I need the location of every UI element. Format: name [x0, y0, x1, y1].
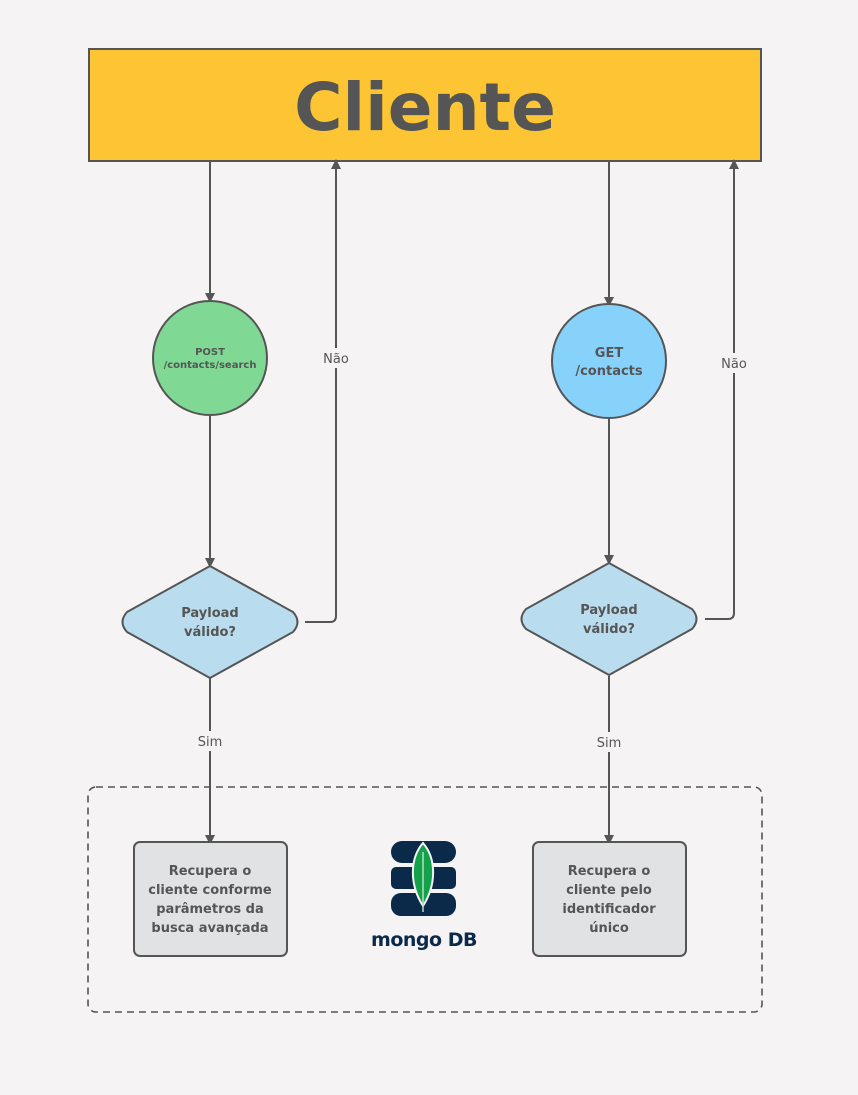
right-process-node: Recupera o cliente pelo identificador ún…: [532, 841, 687, 957]
edge-left-no-to-client: [305, 159, 341, 623]
edge-right-no-to-client: [705, 159, 739, 620]
mongodb-database-icon: mongo DB: [371, 841, 477, 951]
right-yes-label: Sim: [597, 736, 622, 751]
post-endpoint-node: POST /contacts/search: [152, 300, 268, 416]
right-no-label: Não: [721, 357, 747, 372]
right-process-line: Recupera o: [568, 864, 651, 879]
right-process-line: único: [589, 921, 629, 936]
database-group-boundary: [87, 786, 763, 1013]
left-yes-label: Sim: [198, 735, 223, 750]
get-endpoint-node: GET /contacts: [551, 303, 667, 419]
left-process-line: Recupera o: [169, 864, 252, 879]
right-process-line: identificador: [562, 902, 656, 917]
right-decision-line2: válido?: [583, 622, 635, 637]
get-method: GET: [595, 346, 624, 361]
left-process-line: parâmetros da: [156, 902, 264, 917]
left-decision-line1: Payload: [181, 606, 239, 621]
mongodb-label: mongo DB: [371, 929, 477, 951]
post-path: /contacts/search: [164, 360, 257, 371]
right-decision-line1: Payload: [580, 603, 638, 618]
client-title: Cliente: [294, 69, 556, 146]
left-process-line: busca avançada: [151, 921, 268, 936]
right-decision-node: Payload válido?: [520, 561, 698, 677]
left-process-node: Recupera o cliente conforme parâmetros d…: [133, 841, 288, 957]
post-method: POST: [195, 347, 225, 358]
left-decision-node: Payload válido?: [121, 564, 299, 680]
get-path: /contacts: [575, 364, 643, 379]
left-process-line: cliente conforme: [148, 883, 272, 898]
right-process-line: cliente pelo: [566, 883, 652, 898]
left-no-label: Não: [323, 352, 349, 367]
client-box: Cliente: [88, 48, 762, 162]
left-decision-line2: válido?: [184, 625, 236, 640]
